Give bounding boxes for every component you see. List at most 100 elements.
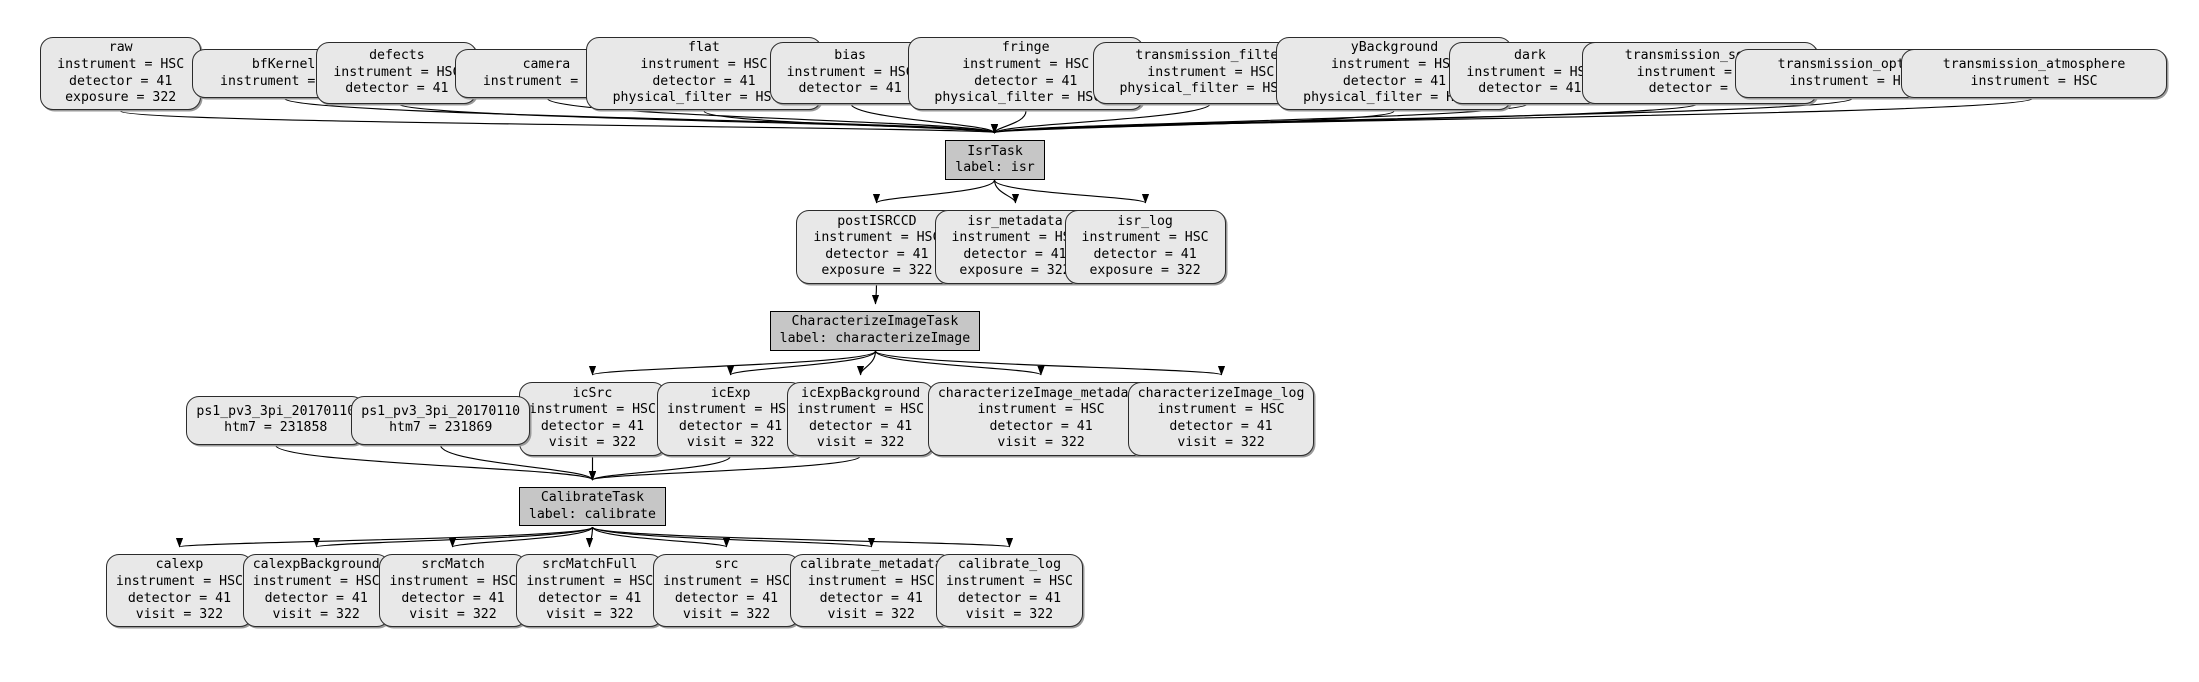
node-characterizeImage_metadata-line-0: characterizeImage_metadata [937,385,1145,401]
node-ps1_b-line-1: htm7 = 231869 [389,420,493,436]
edge-ps1_b-to-CalibrateTask [439,444,597,481]
node-characterizeImage_log-line-2: detector = 41 [1169,418,1273,434]
edge-raw-to-IsrTask [119,110,997,134]
node-srcMatchFull-line-0: srcMatchFull [542,557,638,573]
node-srcMatch-line-2: detector = 41 [401,590,505,606]
node-CalibrateTask-line-0: CalibrateTask [540,490,645,506]
node-raw-line-3: exposure = 322 [65,90,177,106]
node-isr_metadata-line-2: detector = 41 [963,246,1067,262]
node-characterizeImage_metadata-line-2: detector = 41 [989,418,1093,434]
node-flat-line-2: detector = 41 [652,73,756,89]
edges-group [119,97,2035,548]
node-characterizeImage_log-line-0: characterizeImage_log [1137,385,1305,401]
node-srcMatchFull-line-1: instrument = HSC [526,574,654,589]
node-bias-line-1: instrument = HSC [786,64,914,80]
node-srcMatch-line-3: visit = 322 [409,607,497,623]
edge-CharacterizeImageTask-to-characterizeImage_log [874,350,1225,376]
node-dark-line-2: detector = 41 [1478,81,1582,97]
node-postISRCCD-line-2: detector = 41 [825,246,929,262]
node-isr_metadata-line-0: isr_metadata [967,213,1063,229]
node-fringe-line-3: physical_filter = HSC-Y [934,90,1118,106]
node-dark-line-0: dark [1514,48,1546,64]
edge-transmission_filter-to-IsrTask [991,102,1212,134]
node-bias-line-0: bias [834,48,866,64]
node-bias-line-2: detector = 41 [798,81,902,97]
node-dark-line-1: instrument = HSC [1466,64,1594,80]
node-camera-line-0: camera [522,57,571,73]
node-calibrate_log-line-1: instrument = HSC [945,574,1073,589]
node-icExpBackground-line-2: detector = 41 [808,418,913,434]
node-transmission_filter-line-1: instrument = HSC [1147,64,1275,80]
node-calexp-line-1: instrument = HSC [115,574,243,589]
edge-ps1_a-to-CalibrateTask [274,444,596,481]
node-yBackground-line-0: yBackground [1350,40,1439,56]
node-isr_metadata-line-3: exposure = 322 [959,263,1071,279]
node-characterizeImage_metadata-line-1: instrument = HSC [977,402,1105,418]
node-calexpBackground-line-1: instrument = HSC [252,574,380,589]
edge-CharacterizeImageTask-to-icExpBackground [856,350,877,376]
edge-icExpBackground-to-CalibrateTask [589,455,862,481]
node-srcMatchFull-line-3: visit = 322 [546,607,634,623]
node-postISRCCD-line-0: postISRCCD [837,213,917,229]
edge-CharacterizeImageTask-to-icExp [727,350,877,376]
node-flat-line-3: physical_filter = HSC-Y [612,90,796,106]
node-calexp-line-2: detector = 41 [127,590,232,606]
edge-IsrTask-to-isr_metadata [993,179,1020,204]
node-ps1_a-line-1: htm7 = 231858 [224,420,328,436]
node-icSrc-line-3: visit = 322 [548,435,637,451]
node-fringe-line-1: instrument = HSC [962,57,1090,73]
node-raw-line-1: instrument = HSC [57,57,185,73]
node-yBackground-line-1: instrument = HSC [1330,57,1458,73]
node-icExp-line-2: detector = 41 [678,418,783,434]
node-transmission_filter-line-2: physical_filter = HSC-Y [1119,81,1303,97]
node-postISRCCD-line-3: exposure = 322 [821,263,933,279]
node-fringe-line-2: detector = 41 [974,73,1078,89]
node-calexpBackground-line-3: visit = 322 [272,607,360,623]
node-isr_log-line-0: isr_log [1117,213,1173,229]
node-postISRCCD-line-1: instrument = HSC [813,230,941,246]
node-yBackground-line-2: detector = 41 [1342,73,1447,89]
node-IsrTask-line-1: label: isr [955,160,1035,176]
node-src-line-2: detector = 41 [674,590,779,606]
node-defects-line-2: detector = 41 [345,81,449,97]
edge-flat-to-IsrTask [703,110,998,134]
node-ps1_b-line-0: ps1_pv3_3pi_20170110 [361,403,521,419]
node-icExp-line-3: visit = 322 [686,435,775,451]
edge-CharacterizeImageTask-to-icSrc [589,350,877,376]
node-transmission_atmosphere-line-0: transmission_atmosphere [1942,57,2126,73]
edge-CalibrateTask-to-src [591,526,730,548]
node-calibrate_log-line-3: visit = 322 [965,607,1054,623]
node-icExp-line-0: icExp [710,385,751,401]
node-srcMatch-line-1: instrument = HSC [389,574,517,589]
node-calexpBackground-line-0: calexpBackground [252,557,380,573]
edge-CalibrateTask-to-calibrate_metadata [591,526,875,548]
node-icExpBackground-line-0: icExpBackground [801,385,921,401]
edge-CharacterizeImageTask-to-characterizeImage_metadata [874,350,1045,376]
node-calibrate_log-line-0: calibrate_log [957,557,1062,573]
